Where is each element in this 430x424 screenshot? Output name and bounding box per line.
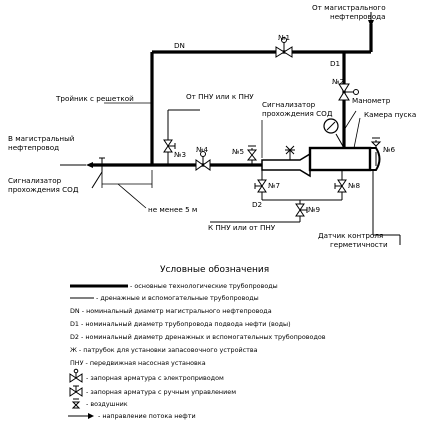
launch-chamber (261, 146, 381, 178)
manometer-icon (323, 118, 339, 134)
label-n4: №4 (196, 145, 208, 154)
aux-pipelines (167, 109, 401, 245)
legend-item-5: Ж - патрубок для установки запасовочного… (70, 346, 258, 354)
valve-n3-icon (163, 139, 176, 153)
valve-n7-icon (254, 179, 267, 193)
label-n1: №1 (278, 33, 290, 42)
legend: - основные технологические трубопроводы … (68, 282, 326, 420)
label-from-to-pnu-top: От ПНУ или к ПНУ (186, 92, 254, 101)
valve-n8-icon (334, 179, 347, 193)
label-to-from-pnu-bottom: К ПНУ или от ПНУ (208, 223, 276, 232)
label-n7: №7 (268, 181, 280, 190)
label-d1: D1 (330, 59, 340, 68)
legend-item-10: - направление потока нефти (98, 412, 196, 420)
flow-arrow-top (368, 12, 374, 27)
label-from-main-2: нефтепровода (330, 12, 386, 21)
legend-item-0: - основные технологические трубопроводы (130, 282, 278, 290)
label-to-main-2: нефтепровод (8, 143, 59, 152)
label-from-main-1: От магистрального (312, 3, 386, 12)
valve-n9-icon (295, 203, 308, 217)
legend-item-3: D1 - номинальный диаметр трубопровода по… (70, 320, 291, 328)
loading-nozzle-icon (285, 145, 295, 160)
legend-air-vent-icon (71, 398, 81, 409)
label-n5: №5 (232, 147, 244, 156)
air-vent-n5-icon (246, 145, 258, 161)
label-tightness-2: герметичности (330, 240, 388, 249)
leader-lines (104, 102, 361, 149)
label-n2: №2 (332, 77, 344, 86)
label-not-less-5m: не менее 5 м (148, 205, 197, 214)
label-launch-chamber: Камера пуска (364, 110, 416, 119)
legend-item-7: - запорная арматура с электроприводом (86, 374, 224, 382)
valve-n1-icon (275, 37, 293, 58)
legend-electric-valve-icon (69, 368, 83, 383)
label-tee-grate: Тройник с решеткой (55, 94, 134, 103)
air-vent-n6-icon (370, 137, 382, 148)
flow-arrow-left (60, 162, 93, 168)
label-n9: №9 (308, 205, 320, 214)
label-tightness-1: Датчик контроля (318, 231, 383, 240)
legend-item-9: - воздушник (86, 400, 128, 408)
legend-manual-valve-icon (69, 385, 83, 397)
chamber-reducer (261, 152, 311, 178)
legend-title: Условные обозначения (160, 265, 269, 275)
legend-item-2: DN - номинальный диаметр магистрального … (70, 307, 272, 315)
label-sod-left-2: прохождения СОД (8, 185, 79, 194)
label-dn: DN (174, 41, 185, 50)
legend-item-4: D2 - номинальный диаметр дренажных и всп… (70, 333, 326, 341)
label-d2: D2 (252, 200, 262, 209)
legend-flow-arrow-icon (68, 413, 94, 419)
dimension-5m (101, 170, 153, 209)
label-n3: №3 (174, 150, 186, 159)
legend-item-6: ПНУ - передвижная насосная установка (70, 359, 206, 367)
label-sod-left-1: Сигнализатор (8, 176, 62, 185)
legend-item-1: - дренажные и вспомогательные трубопрово… (96, 294, 259, 302)
valve-n2-icon (338, 83, 359, 101)
label-n8: №8 (348, 181, 360, 190)
sod-signal-left-icon (91, 157, 105, 189)
label-manometer: Манометр (352, 96, 391, 105)
label-n6: №6 (383, 145, 395, 154)
label-sod-top-2: прохождения СОД (262, 109, 333, 118)
legend-item-8: - запорная арматура с ручным управлением (86, 388, 236, 396)
label-to-main-1: В магистральный (8, 134, 75, 143)
chamber-body (308, 146, 372, 172)
label-sod-top-1: Сигнализатор (262, 100, 316, 109)
valve-n4-icon (195, 151, 211, 171)
chamber-end-cap (369, 147, 381, 171)
